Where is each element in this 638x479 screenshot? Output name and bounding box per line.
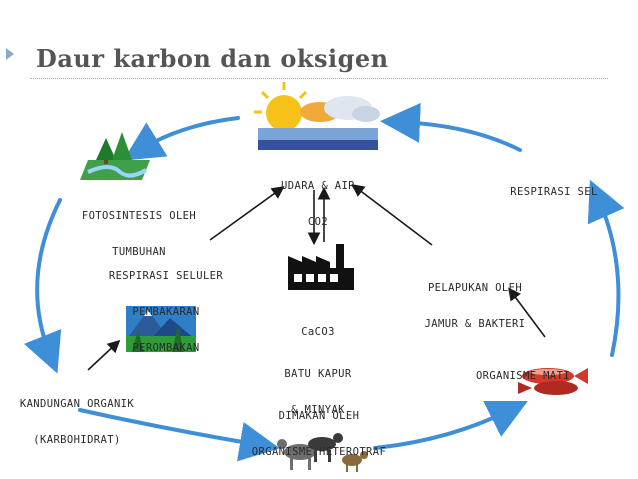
organic-content-label: KANDUNGAN ORGANIK (KARBOHIDRAT) (2, 374, 152, 458)
cellular-respiration-label-line3: PEROMBAKAN (132, 342, 200, 354)
cell-respiration-label: RESPIRASI SEL (494, 162, 614, 210)
limestone-label-line2: & MINYAK (291, 404, 345, 416)
cycle-arrow-plants-to-organic (24, 198, 62, 374)
atmosphere-label-line1: UDARA & AIR (281, 180, 355, 192)
cellular-respiration-label: RESPIRASI SELULER PEMBAKARAN PEROMBAKAN (86, 246, 246, 366)
arrow-dead-to-decomposition (508, 287, 546, 338)
organic-content-label-line1: KANDUNGAN ORGANIK (19, 398, 135, 410)
decomposition-label: PELAPUKAN OLEH JAMUR & BAKTERI (400, 258, 550, 342)
atmosphere-label-line2: CO2 (307, 216, 329, 228)
cycle-arrow-animals-to-dead (373, 401, 528, 450)
photosynthesis-label-line2: TUMBUHAN (112, 246, 166, 258)
arrow-organic-to-forest (87, 339, 121, 371)
sky-water-icon (258, 128, 378, 150)
plant-landscape-icon (80, 132, 150, 180)
slide-bullet-mark (6, 48, 14, 60)
photosynthesis-label-line1: FOTOSINTESIS OLEH (81, 210, 197, 222)
limestone-label: CaCO3 BATU KAPUR & MINYAK (268, 302, 368, 428)
sun-cloud-icon (254, 82, 380, 131)
cycle-arrow-organic-to-animals (78, 408, 280, 462)
arrow-respiration-to-atmosphere (209, 186, 285, 241)
arrow-decomposition-to-atmosphere (351, 184, 433, 246)
consumption-label-line1: DIMAKAN OLEH (278, 410, 360, 422)
cycle-arrows (24, 102, 625, 462)
inner-arrows (87, 184, 546, 371)
factory-icon (288, 244, 354, 290)
cell-respiration-label-line1: RESPIRASI SEL (510, 186, 598, 198)
consumption-label: DIMAKAN OLEH ORGANISME HETEROTRAF (214, 386, 424, 470)
consumption-label-line2: ORGANISME HETEROTRAF (251, 446, 387, 458)
cycle-arrow-atmosphere-to-plants (123, 116, 240, 161)
fish-icon (518, 368, 588, 395)
photosynthesis-label: FOTOSINTESIS OLEH TUMBUHAN (64, 186, 214, 270)
title-divider (30, 78, 608, 79)
dead-organisms-label-line1: ORGANISME MATI (475, 370, 571, 382)
atmosphere-label: UDARA & AIR CO2 (262, 156, 374, 240)
slide-title: Daur karbon dan oksigen (36, 44, 389, 73)
cellular-respiration-label-line2: PEMBAKARAN (132, 306, 200, 318)
cycle-arrow-respiration-to-atmosphere (380, 102, 522, 152)
limestone-formula: CaCO3 (301, 326, 335, 338)
limestone-label-line1: BATU KAPUR (284, 368, 352, 380)
organic-content-label-line2: (KARBOHIDRAT) (33, 434, 121, 446)
cycle-arrow-dead-to-respiration (587, 179, 625, 357)
decomposition-label-line2: JAMUR & BAKTERI (424, 318, 526, 330)
dead-organisms-label: ORGANISME MATI (448, 346, 598, 394)
decomposition-label-line1: PELAPUKAN OLEH (427, 282, 523, 294)
mountain-forest-icon (126, 306, 196, 352)
cellular-respiration-label-line1: RESPIRASI SELULER (108, 270, 224, 282)
animals-icon (277, 433, 368, 472)
